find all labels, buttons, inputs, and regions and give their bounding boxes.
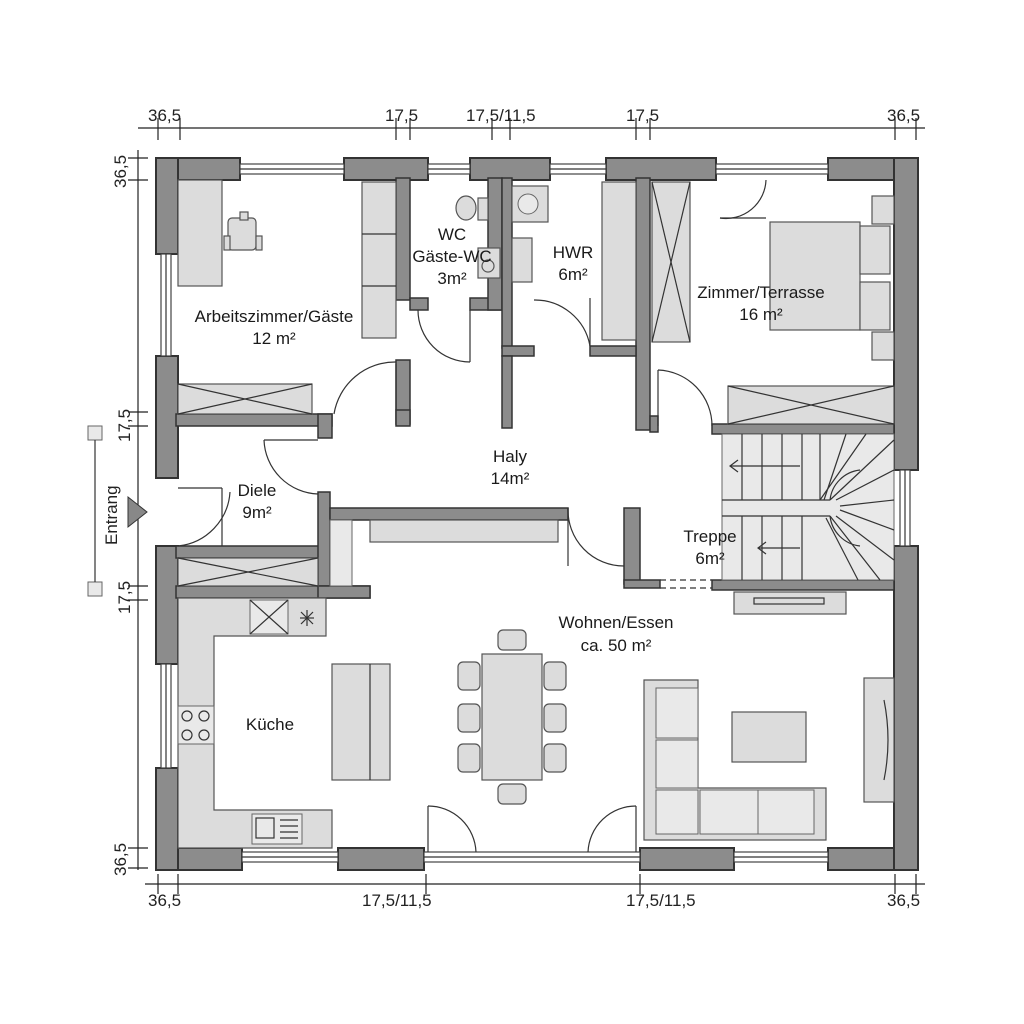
dim-bottom-1: 36,5: [148, 891, 181, 910]
extractor-fan-icon: [300, 610, 314, 626]
room-arbeitszimmer-name: Arbeitszimmer/Gäste: [195, 307, 354, 326]
doors: [177, 179, 767, 853]
room-hwr-area: 6m²: [558, 265, 588, 284]
room-hwr-name: HWR: [553, 243, 594, 262]
office-furniture: [177, 179, 397, 415]
room-haly-name: Haly: [493, 447, 528, 466]
exterior-walls: [155, 157, 919, 871]
kitchen: [177, 597, 391, 849]
sink-icon: [251, 813, 303, 845]
room-treppe-area: 6m²: [695, 549, 725, 568]
room-labels: Arbeitszimmer/Gäste 12 m² WC Gäste-WC 3m…: [195, 225, 825, 734]
room-haly-area: 14m²: [491, 469, 530, 488]
dim-left-4: 36,5: [111, 843, 130, 876]
dim-top-2: 17,5: [385, 106, 418, 125]
room-kueche-name: Küche: [246, 715, 294, 734]
hwr-fixtures: [511, 181, 637, 341]
room-zimmer-name: Zimmer/Terrasse: [697, 283, 825, 302]
room-wohnen-area: ca. 50 m²: [581, 636, 652, 655]
room-arbeitszimmer-area: 12 m²: [252, 329, 296, 348]
room-diele-name: Diele: [238, 481, 277, 500]
bedroom-furniture: [651, 181, 895, 425]
dim-top-5: 36,5: [887, 106, 920, 125]
dim-left-1: 36,5: [111, 155, 130, 188]
dim-left-3: 17,5: [115, 581, 134, 614]
hall-furniture: [177, 519, 559, 587]
entrance-label: Entrang: [102, 485, 121, 545]
dimension-lines: [128, 118, 925, 894]
dining-table: [457, 629, 567, 805]
room-zimmer-area: 16 m²: [739, 305, 783, 324]
living-furniture: [643, 591, 895, 841]
dim-bottom-4: 36,5: [887, 891, 920, 910]
dim-top-1: 36,5: [148, 106, 181, 125]
windows: [160, 163, 911, 863]
room-wc-name: WC: [438, 225, 466, 244]
dim-bottom-2: 17,5/11,5: [362, 891, 432, 910]
cooktop-icon: [177, 705, 215, 745]
dim-top-4: 17,5: [626, 106, 659, 125]
room-wc-area: 3m²: [437, 269, 467, 288]
entrance-marker: [87, 425, 148, 597]
staircase: [721, 433, 895, 581]
room-treppe-name: Treppe: [683, 527, 736, 546]
room-diele-area: 9m²: [242, 503, 272, 522]
room-wohnen-name: Wohnen/Essen: [559, 613, 674, 632]
wc-fixtures: [455, 195, 501, 279]
dim-top-3: 17,5/11,5: [466, 106, 536, 125]
room-wc-subname: Gäste-WC: [412, 247, 491, 266]
dim-bottom-3: 17,5/11,5: [626, 891, 696, 910]
office-chair-icon: [223, 211, 263, 251]
dim-left-2: 17,5: [115, 409, 134, 442]
entrance-arrow-icon: [127, 495, 148, 529]
interior-walls: [175, 177, 895, 599]
